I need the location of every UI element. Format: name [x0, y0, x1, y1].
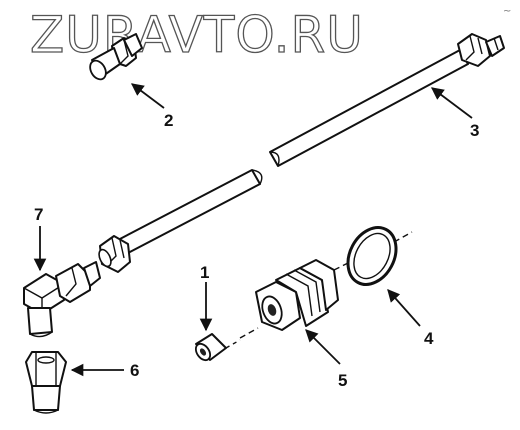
tube-end-nut [457, 33, 505, 67]
tube-lower-nut [98, 235, 131, 273]
callout-label-6: 6 [130, 361, 139, 380]
callout-3: 3 [430, 87, 479, 140]
callout-label-3: 3 [470, 121, 479, 140]
callout-5: 5 [305, 329, 347, 390]
callout-4: 4 [387, 289, 434, 348]
tube-lower-segment [117, 169, 263, 255]
tube-upper-segment [269, 49, 469, 167]
adapter-part-6 [25, 351, 67, 414]
callout-label-2: 2 [164, 111, 173, 130]
sleeve-part-1 [194, 333, 241, 362]
watermark: ZURAVTO.RU [30, 6, 364, 64]
elbow-fitting-part-7 [23, 261, 101, 338]
callout-label-7: 7 [34, 205, 43, 224]
callout-label-4: 4 [424, 329, 434, 348]
o-ring-part-4 [346, 226, 413, 286]
bulkhead-part-5 [239, 259, 351, 339]
callout-label-5: 5 [338, 371, 347, 390]
callout-1: 1 [199, 263, 213, 332]
callout-2: 2 [130, 83, 173, 130]
callout-6: 6 [70, 361, 139, 380]
callout-7: 7 [33, 205, 47, 272]
corner-mark: ~ [503, 6, 511, 17]
callout-label-1: 1 [200, 263, 209, 282]
fitting-part-2 [89, 33, 143, 81]
